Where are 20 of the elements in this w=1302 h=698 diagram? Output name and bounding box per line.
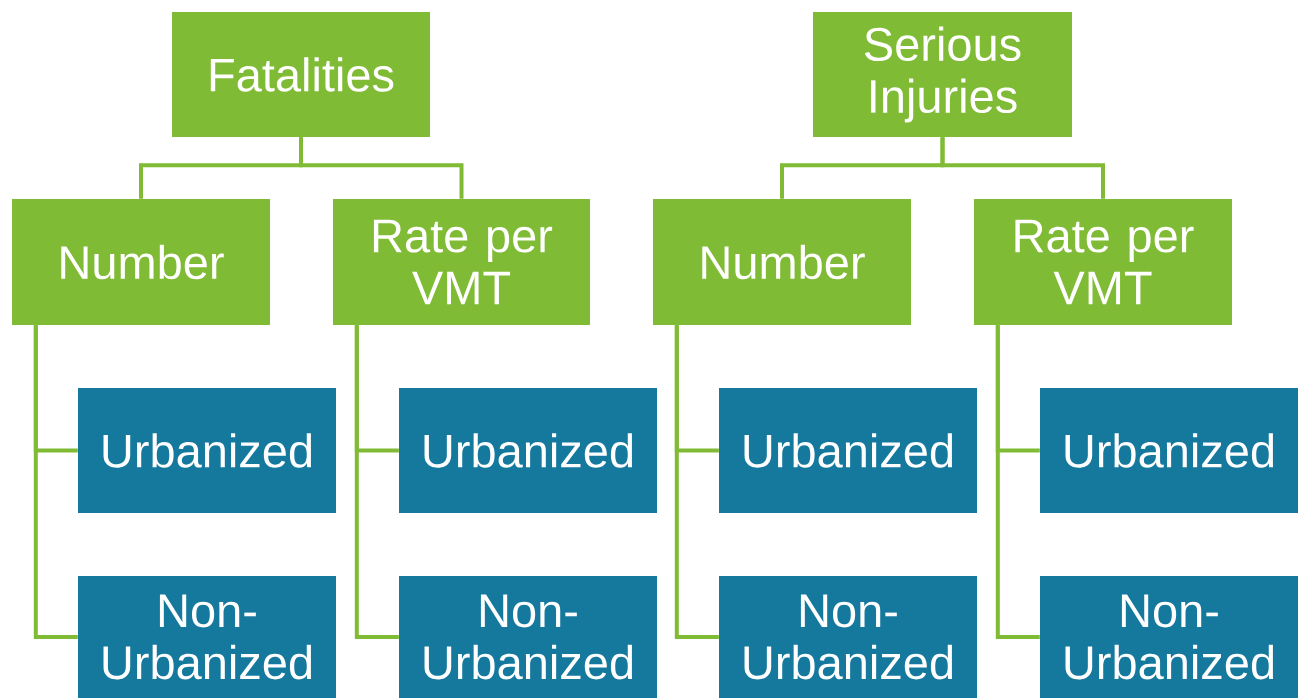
- connector-line: [354, 325, 399, 639]
- connector-line: [674, 325, 719, 639]
- connector-line: [940, 137, 1105, 199]
- subcategory-box: Urbanized: [78, 388, 336, 513]
- category-box: Number: [653, 199, 911, 325]
- category-box: Fatalities: [172, 12, 430, 137]
- connector-line: [995, 325, 1040, 639]
- subcategory-box: Non-Urbanized: [78, 576, 336, 698]
- subcategory-box: Urbanized: [1040, 388, 1298, 513]
- category-box: Rate per VMT: [333, 199, 590, 325]
- subcategory-box: Non-Urbanized: [719, 576, 977, 698]
- connector-line: [33, 325, 78, 639]
- subcategory-box: Urbanized: [399, 388, 657, 513]
- category-box: Serious Injuries: [813, 12, 1072, 137]
- subcategory-box: Non-Urbanized: [399, 576, 657, 698]
- category-box: Number: [12, 199, 270, 325]
- subcategory-box: Urbanized: [719, 388, 977, 513]
- subcategory-box: Non-Urbanized: [1040, 576, 1298, 698]
- connector-line: [299, 137, 464, 199]
- category-box: Rate per VMT: [974, 199, 1232, 325]
